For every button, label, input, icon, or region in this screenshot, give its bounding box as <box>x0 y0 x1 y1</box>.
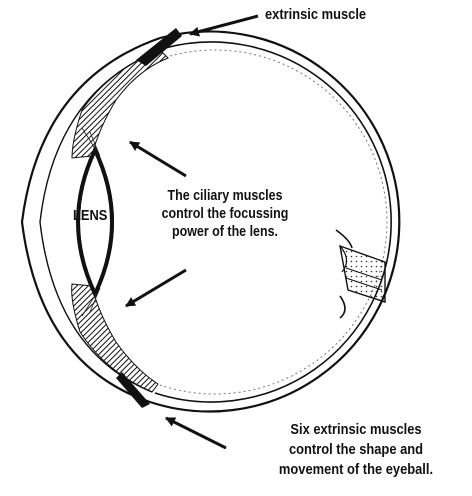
ciliary-caption-line: The ciliary muscles <box>139 187 311 205</box>
ciliary-muscles-caption: The ciliary muscles control the focussin… <box>139 187 311 241</box>
optic-nerve <box>336 230 385 318</box>
arrow-six-extrinsic <box>166 418 226 448</box>
ciliary-body-upper <box>72 50 168 158</box>
six-extrinsic-muscles-caption: Six extrinsic muscles control the shape … <box>261 420 450 480</box>
extrinsic-muscle-label: extrinsic muscle <box>265 6 366 23</box>
ciliary-caption-line: power of the lens. <box>139 223 311 241</box>
ciliary-caption-line: control the focussing <box>139 205 311 223</box>
ciliary-body-lower <box>72 284 158 392</box>
arrow-ciliary-upper <box>130 142 186 176</box>
arrow-ciliary-lower <box>126 270 186 306</box>
six-extrinsic-caption-line: control the shape and <box>261 440 450 460</box>
six-extrinsic-caption-line: movement of the eyeball. <box>261 460 450 480</box>
lens-label: LENS <box>73 207 107 224</box>
six-extrinsic-caption-line: Six extrinsic muscles <box>261 420 450 440</box>
